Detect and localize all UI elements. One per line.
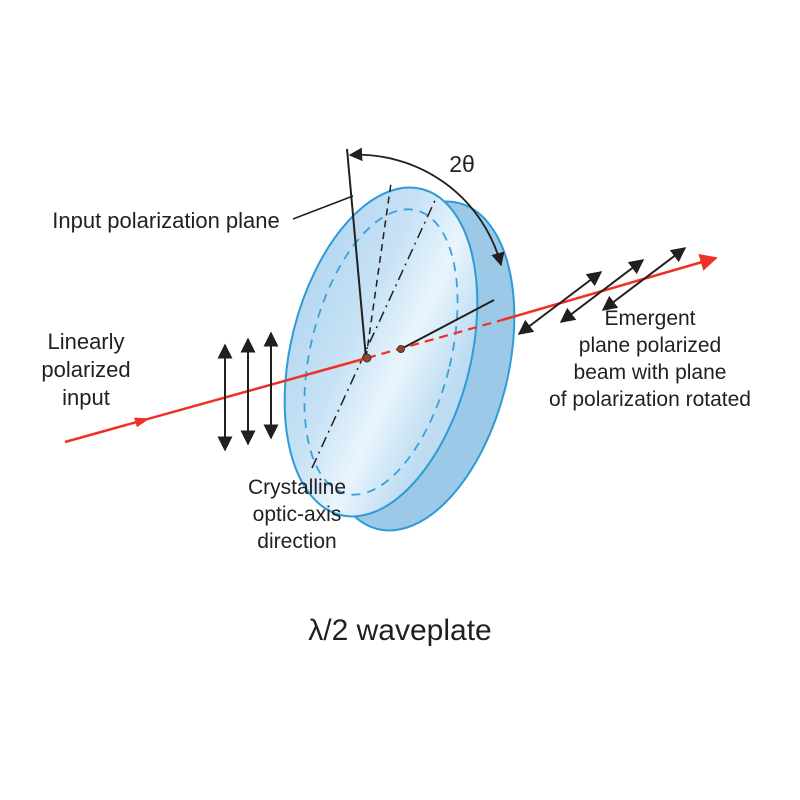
emergent-line4: of polarization rotated (549, 388, 751, 411)
emergent-polarization-arrows (517, 247, 687, 335)
beam-inside-dashed-segment (366, 318, 503, 360)
input-plane-pointer-line (292, 195, 354, 220)
emergent-line1: Emergent (604, 307, 695, 330)
diagram-title: λ/2 waveplate (308, 614, 491, 647)
optic-axis-line1: Crystalline (248, 476, 346, 499)
optic-axis-line2: optic-axis (253, 503, 342, 526)
disk-inner-dashed-ellipse (303, 208, 459, 496)
emergent-plane-line (400, 299, 495, 350)
waveplate-disk (283, 186, 516, 532)
front-face-dot (362, 353, 372, 363)
emergent-line3: beam with plane (574, 361, 727, 384)
input-plane-label: Input polarization plane (52, 208, 280, 233)
back-face-dot (397, 345, 405, 353)
labels: 2θ Input polarization plane Linearly pol… (41, 151, 751, 647)
emergent-beam-label: Emergent plane polarized beam with plane… (549, 307, 751, 411)
emergent-arrow-3 (601, 247, 687, 311)
linear-input-line3: input (62, 385, 110, 410)
linearly-polarized-input-label: Linearly polarized input (41, 329, 130, 410)
crystalline-optic-axis-label: Crystalline optic-axis direction (248, 476, 346, 553)
emergent-line2: plane polarized (579, 334, 721, 357)
beam-incoming-segment (64, 356, 368, 444)
linear-input-line1: Linearly (47, 329, 124, 354)
optic-axis-dashdot-line (311, 195, 438, 469)
emergent-arrow-1 (517, 271, 603, 335)
optic-axis-line3: direction (257, 530, 336, 553)
input-polarization-arrows (217, 331, 279, 452)
beam-entry-exit-dots (362, 345, 405, 363)
angle-arc (348, 147, 505, 267)
beam-direction-arrowhead (134, 417, 150, 428)
linear-input-line2: polarized (41, 357, 130, 382)
angle-label: 2θ (449, 151, 475, 177)
construction-lines (292, 147, 505, 469)
